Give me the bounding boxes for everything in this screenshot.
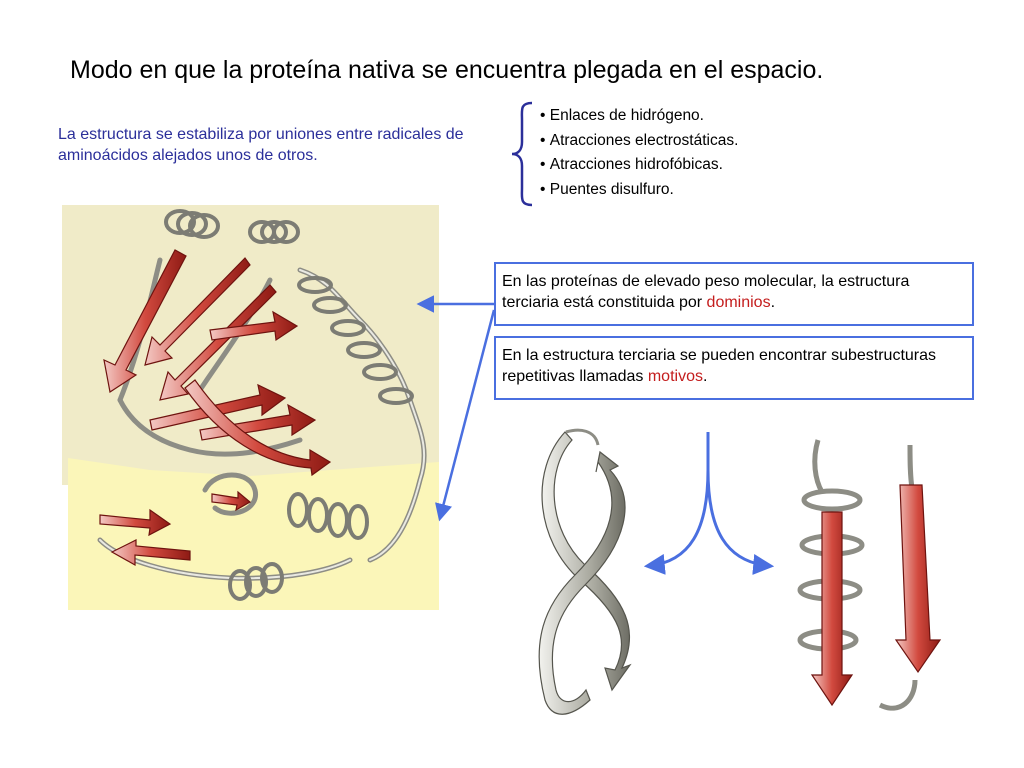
pointer-arrows (416, 295, 496, 522)
bond-item: Puentes disulfuro. (540, 178, 738, 203)
motif-hairpin-image (538, 428, 632, 715)
fork-arrow (643, 432, 775, 575)
bond-item: Atracciones hidrofóbicas. (540, 153, 738, 178)
bond-item: Atracciones electrostáticas. (540, 129, 739, 154)
protein-domain-image (62, 205, 439, 610)
motifs-term: motivos (647, 368, 703, 385)
curly-brace-icon (511, 101, 533, 207)
motifs-period: . (702, 368, 708, 385)
domains-info-box: En las proteínas de elevado peso molecul… (494, 262, 974, 326)
stabilization-text: La estructura se estabiliza por uniones … (58, 126, 464, 164)
motifs-text: En la estructura terciaria se pueden enc… (502, 347, 937, 385)
motif-helix-strand-image (797, 439, 942, 711)
slide-title: Modo en que la proteína nativa se encuen… (70, 56, 824, 84)
motifs-info-box: En la estructura terciaria se pueden enc… (494, 336, 974, 400)
bond-item: Enlaces de hidrógeno. (540, 104, 738, 129)
domains-term: dominios (706, 294, 771, 311)
domains-period: . (770, 294, 776, 311)
domains-text: En las proteínas de elevado peso molecul… (502, 273, 910, 311)
bond-list: Enlaces de hidrógeno. Atracciones electr… (540, 104, 739, 203)
